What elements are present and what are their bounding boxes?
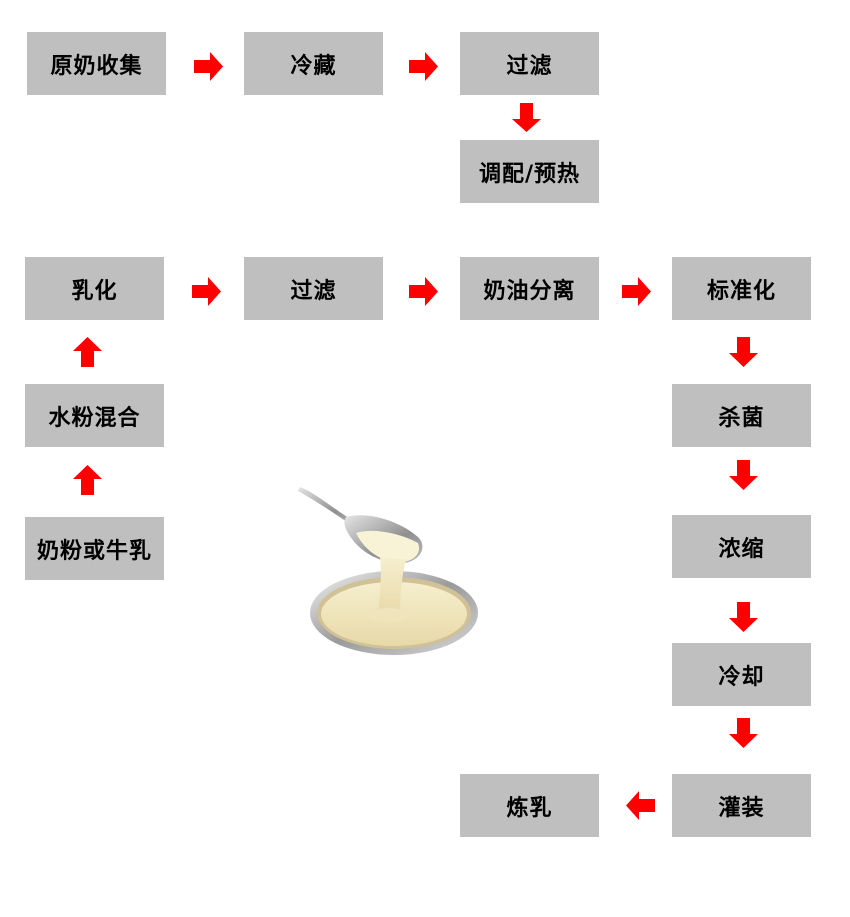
arrow-down-icon [512, 103, 541, 133]
step-label: 奶油分离 [483, 278, 576, 304]
step-label: 冷藏 [290, 53, 337, 79]
step-label: 灌装 [718, 795, 765, 821]
step-label: 调配/预热 [478, 161, 581, 187]
arrow-left-icon [626, 791, 656, 820]
step-sterilization: 杀菌 [672, 384, 811, 447]
step-blending-preheating: 调配/预热 [460, 140, 599, 203]
step-filling: 灌装 [672, 774, 811, 837]
step-condensed-milk: 炼乳 [460, 774, 599, 837]
step-standardization: 标准化 [672, 257, 811, 320]
condensed-milk-illustration [296, 483, 488, 659]
step-filtration-1: 过滤 [460, 32, 599, 95]
step-label: 杀菌 [718, 405, 765, 431]
step-emulsification: 乳化 [25, 257, 164, 320]
step-label: 冷却 [718, 664, 765, 690]
arrow-right-icon [622, 277, 652, 306]
arrow-down-icon [729, 602, 758, 632]
arrow-right-icon [409, 277, 439, 306]
step-water-powder-mixing: 水粉混合 [25, 384, 164, 447]
step-raw-milk-collection: 原奶收集 [27, 32, 166, 95]
step-filtration-2: 过滤 [244, 257, 383, 320]
step-label: 过滤 [506, 53, 553, 79]
step-label: 原奶收集 [50, 53, 143, 79]
arrow-right-icon [409, 52, 439, 81]
arrow-up-icon [73, 337, 102, 367]
step-concentration: 浓缩 [672, 515, 811, 578]
step-cream-separation: 奶油分离 [460, 257, 599, 320]
step-milk-powder-or-milk: 奶粉或牛乳 [25, 517, 164, 580]
step-label: 炼乳 [506, 795, 553, 821]
arrow-down-icon [729, 460, 758, 490]
arrow-down-icon [729, 718, 758, 748]
step-label: 奶粉或牛乳 [36, 538, 152, 564]
step-label: 过滤 [290, 278, 337, 304]
step-label: 标准化 [706, 278, 776, 304]
arrow-down-icon [729, 337, 758, 367]
arrow-up-icon [73, 465, 102, 495]
step-label: 乳化 [71, 278, 118, 304]
arrow-right-icon [192, 277, 222, 306]
step-refrigeration: 冷藏 [244, 32, 383, 95]
step-label: 浓缩 [718, 536, 765, 562]
step-label: 水粉混合 [48, 405, 141, 431]
arrow-right-icon [194, 52, 224, 81]
step-cooling: 冷却 [672, 643, 811, 706]
